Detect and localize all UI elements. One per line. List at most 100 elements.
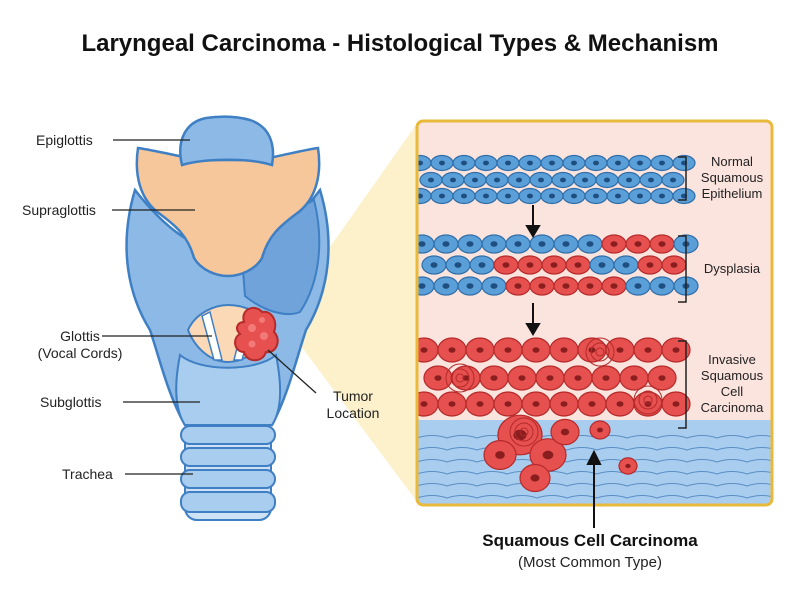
- cell-nucleus: [454, 262, 462, 268]
- dysplasia-cells: [417, 234, 699, 296]
- cell-nucleus: [610, 283, 618, 289]
- cell-nucleus: [622, 262, 630, 268]
- cell-nucleus: [672, 347, 680, 353]
- cell-nucleus: [430, 262, 438, 268]
- stage-arrows: [525, 205, 541, 336]
- cell-nucleus: [586, 241, 594, 247]
- cell-nucleus: [542, 450, 554, 460]
- cell-nucleus: [560, 401, 568, 407]
- caption-arrow: [586, 449, 602, 528]
- keratin-pearl: [509, 417, 539, 447]
- histology-panel: [415, 119, 774, 507]
- cell-nucleus: [527, 160, 533, 166]
- cell-nucleus: [527, 193, 533, 199]
- cell-nucleus: [616, 401, 624, 407]
- label-glottis: Glottis (Vocal Cords): [26, 328, 134, 362]
- cell-nucleus: [418, 283, 426, 289]
- cell-nucleus: [442, 241, 450, 247]
- cell-nucleus: [574, 375, 582, 381]
- larynx-illustration: [125, 115, 330, 521]
- label-supraglottis: Supraglottis: [22, 202, 96, 218]
- cell-nucleus: [494, 177, 500, 183]
- stage-label-normal-line: Squamous: [700, 170, 764, 185]
- cell-nucleus: [658, 375, 666, 381]
- cell-nucleus: [637, 193, 643, 199]
- trachea: [180, 419, 276, 521]
- cell-nucleus: [597, 427, 603, 433]
- stage-label-normal-line: Normal: [711, 154, 753, 169]
- magnification-cone: [280, 122, 418, 503]
- cell-nucleus: [504, 401, 512, 407]
- cell-nucleus: [466, 283, 474, 289]
- stage-label-invasive-line: Carcinoma: [700, 400, 764, 415]
- label-tumor-line1: Tumor: [333, 388, 373, 404]
- keratin-pearl: [519, 427, 529, 437]
- cell-nucleus: [514, 241, 522, 247]
- cell-nucleus: [659, 193, 665, 199]
- cell-nucleus: [490, 375, 498, 381]
- label-tumor-location: Tumor Location: [318, 388, 388, 422]
- leader-tumor: [267, 349, 317, 394]
- cell-nucleus: [495, 451, 505, 459]
- label-subglottis: Subglottis: [40, 394, 102, 410]
- cell-nucleus: [505, 193, 511, 199]
- cell-nucleus: [461, 193, 467, 199]
- cell-nucleus: [476, 401, 484, 407]
- cell-nucleus: [634, 241, 642, 247]
- cell-nucleus: [598, 262, 606, 268]
- stroma-fiber: [417, 447, 772, 451]
- caption-main: Squamous Cell Carcinoma: [482, 531, 698, 550]
- cell-nucleus: [420, 347, 428, 353]
- stage-label-invasive-line: Cell: [720, 384, 744, 399]
- cell-nucleus: [582, 177, 588, 183]
- cell-nucleus: [538, 283, 546, 289]
- stage-label-invasive-line: Invasive: [708, 352, 756, 367]
- stage-label-normal: Normal Squamous Epithelium: [690, 154, 774, 202]
- stage-label-invasive-line: Squamous: [700, 368, 764, 383]
- cell-nucleus: [448, 347, 456, 353]
- cell-nucleus: [483, 193, 489, 199]
- cell-nucleus: [562, 283, 570, 289]
- cell-nucleus: [659, 160, 665, 166]
- stage-brackets: [678, 156, 687, 429]
- cell-nucleus: [549, 160, 555, 166]
- cell-nucleus: [571, 160, 577, 166]
- cell-nucleus: [610, 241, 618, 247]
- cell-nucleus: [593, 160, 599, 166]
- cell-nucleus: [516, 177, 522, 183]
- cell-nucleus: [616, 347, 624, 353]
- keratin-pearl: [595, 347, 605, 357]
- stage-label-dysplasia-line: Dysplasia: [703, 261, 761, 276]
- cell-nucleus: [630, 375, 638, 381]
- cell-nucleus: [472, 177, 478, 183]
- cell-nucleus: [483, 160, 489, 166]
- stroma-fiber: [417, 483, 772, 487]
- caption-sub: (Most Common Type): [518, 554, 662, 571]
- subglottis-region: [175, 353, 282, 426]
- stage-label-normal-line: Epithelium: [701, 186, 763, 201]
- keratin-pearl: [590, 342, 610, 362]
- bracket-normal: [678, 156, 687, 201]
- cell-nucleus: [526, 262, 534, 268]
- cell-nucleus: [530, 474, 540, 482]
- stroma-waves: [417, 435, 772, 499]
- keratin-pearl: [633, 385, 663, 415]
- cell-nucleus: [538, 177, 544, 183]
- cell-nucleus: [670, 177, 676, 183]
- cell-nucleus: [625, 463, 631, 469]
- stage-label-dysplasia: Dysplasia: [690, 261, 774, 277]
- stage-label-invasive: Invasive Squamous Cell Carcinoma: [690, 352, 774, 416]
- cell-nucleus: [560, 347, 568, 353]
- epiglottis: [179, 115, 275, 167]
- cell-nucleus: [672, 401, 680, 407]
- cell-nucleus: [546, 375, 554, 381]
- cell-nucleus: [461, 160, 467, 166]
- leader-lines: [102, 139, 317, 475]
- cell-nucleus: [586, 283, 594, 289]
- cell-nucleus: [490, 241, 498, 247]
- cell-nucleus: [602, 375, 610, 381]
- keratin-pearl: [450, 368, 470, 388]
- label-glottis-line2: (Vocal Cords): [37, 345, 123, 361]
- cell-nucleus: [658, 241, 666, 247]
- page-title: Laryngeal Carcinoma - Histological Types…: [81, 30, 719, 57]
